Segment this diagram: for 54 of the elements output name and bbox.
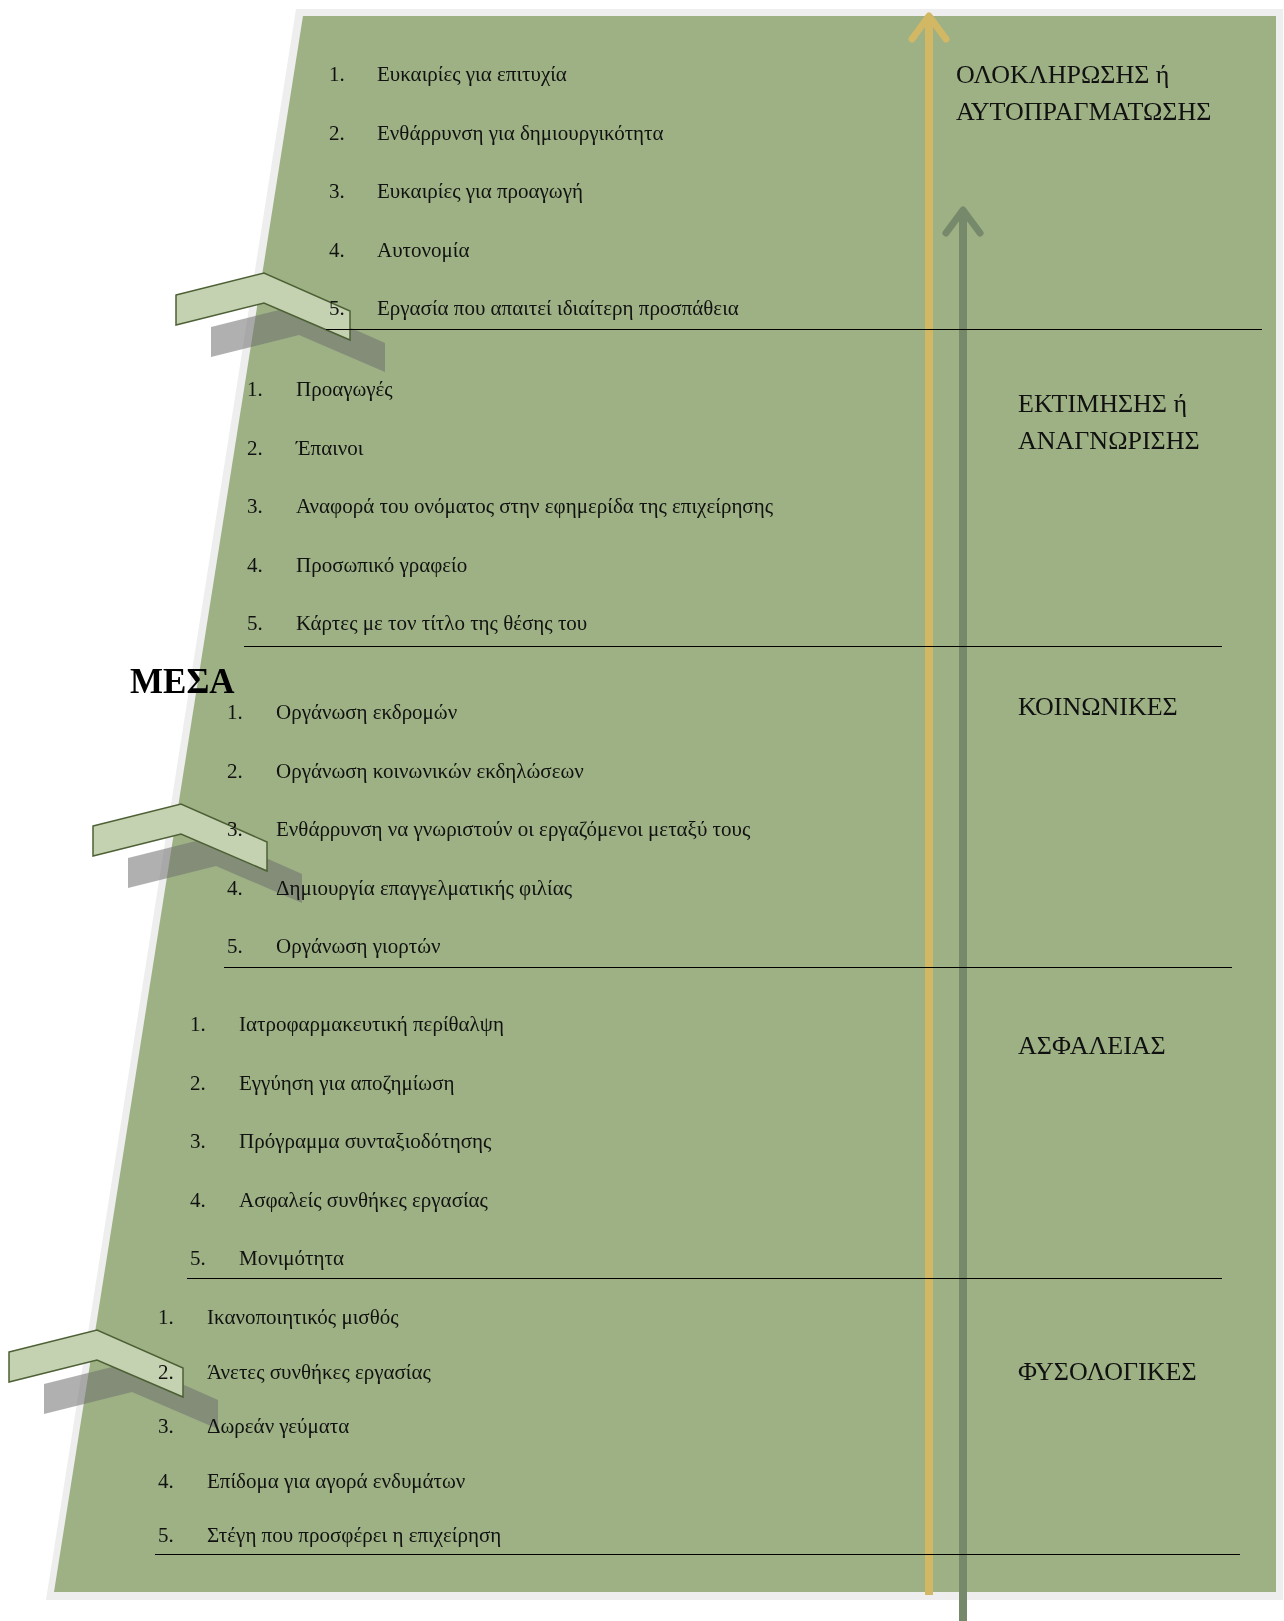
list-number: 3. <box>190 1129 206 1153</box>
list-item: Εργασία που απαιτεί ιδιαίτερη προσπάθεια <box>377 296 739 320</box>
list-item: Δημιουργία επαγγελματικής φιλίας <box>276 875 572 900</box>
list-number: 1. <box>247 377 263 401</box>
list-item: Αναφορά του ονόματος στην εφημερίδα της επιχείρησης <box>296 494 773 518</box>
list-item: Ικανοποιητικός μισθός <box>207 1305 399 1329</box>
level-heading: ΚΟΙΝΩΝΙΚΕΣ <box>1018 691 1179 723</box>
list-number: 5. <box>227 934 243 958</box>
list-number: 4. <box>190 1187 206 1212</box>
list-item: Έπαινοι <box>296 435 364 460</box>
list-item: Ασφαλείς συνθήκες εργασίας <box>239 1187 488 1212</box>
level-heading: ΦΥΣΟΛΟΓΙΚΕΣ <box>1018 1356 1198 1388</box>
list-item: Μονιμότητα <box>239 1246 344 1270</box>
list-item: Επίδομα για αγορά ενδυμάτων <box>207 1468 466 1493</box>
list-number: 2. <box>329 120 345 145</box>
list-item: Άνετες συνθήκες εργασίας <box>207 1359 431 1384</box>
list-number: 2. <box>158 1359 174 1384</box>
list-number: 1. <box>158 1305 174 1329</box>
list-item: Ενθάρρυνση για δημιουργικότητα <box>377 120 664 145</box>
list-item: Ευκαιρίες για προαγωγή <box>377 179 583 203</box>
level-heading: ΟΛΟΚΛΗΡΩΣΗΣ ή ΑΥΤΟΠΡΑΓΜΑΤΩΣΗΣ <box>956 59 1213 128</box>
list-number: 1. <box>190 1012 206 1036</box>
list-number: 4. <box>158 1468 174 1493</box>
list-item: Πρόγραμμα συνταξιοδότησης <box>239 1129 492 1153</box>
level-heading: ΕΚΤΙΜΗΣΗΣ ή ΑΝΑΓΝΩΡΙΣΗΣ <box>1018 388 1201 457</box>
list-item: Κάρτες με τον τίτλο της θέσης του <box>296 611 588 635</box>
list-item: Ευκαιρίες για επιτυχία <box>377 62 567 86</box>
list-item: Οργάνωση γιορτών <box>276 934 441 958</box>
level-heading: ΑΣΦΑΛΕΙΑΣ <box>1018 1030 1167 1062</box>
list-item: Αυτονομία <box>377 237 470 262</box>
list-number: 3. <box>158 1414 174 1438</box>
list-number: 4. <box>329 237 345 262</box>
list-number: 5. <box>247 611 263 635</box>
list-item: Προσωπικό γραφείο <box>296 552 468 577</box>
list-number: 2. <box>247 435 263 460</box>
list-number: 1. <box>329 62 345 86</box>
list-number: 5. <box>158 1523 174 1547</box>
list-item: Εγγύηση για αποζημίωση <box>239 1070 455 1095</box>
list-item: Προαγωγές <box>296 377 393 401</box>
list-item: Οργάνωση κοινωνικών εκδηλώσεων <box>276 758 584 783</box>
list-number: 1. <box>227 700 243 724</box>
list-number: 3. <box>247 494 263 518</box>
list-number: 4. <box>227 875 243 900</box>
list-number: 2. <box>190 1070 206 1095</box>
list-item: Ενθάρρυνση να γνωριστούν οι εργαζόμενοι μεταξύ τους <box>276 817 751 841</box>
list-item: Στέγη που προσφέρει η επιχείρηση <box>207 1523 502 1547</box>
list-number: 2. <box>227 758 243 783</box>
list-number: 3. <box>329 179 345 203</box>
list-item: Ιατροφαρμακευτική περίθαλψη <box>239 1012 504 1036</box>
side-title: ΜΕΣΑ <box>130 662 235 702</box>
list-number: 5. <box>190 1246 206 1270</box>
list-number: 4. <box>247 552 263 577</box>
list-item: Οργάνωση εκδρομών <box>276 700 458 724</box>
list-item: Δωρεάν γεύματα <box>207 1414 350 1438</box>
